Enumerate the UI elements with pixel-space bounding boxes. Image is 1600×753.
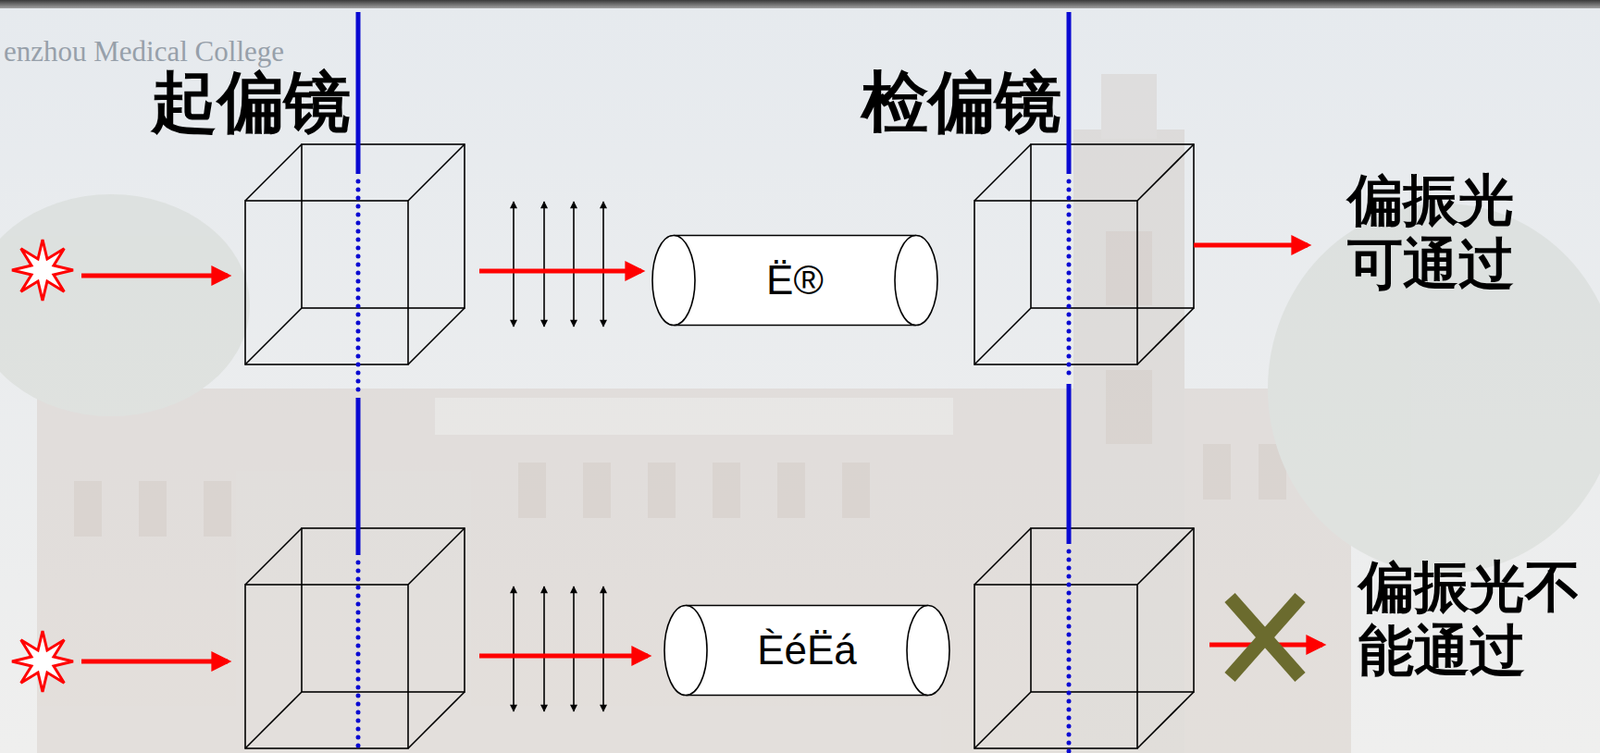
- building-windows: [582, 462, 611, 519]
- vibration-arrows: [512, 586, 515, 712]
- light-source: [12, 239, 74, 301]
- polarization-axis: [1066, 384, 1072, 545]
- sample-name: ÈéËá: [756, 627, 857, 674]
- polarization-axis: [358, 12, 1069, 753]
- polarizer-label: 起偏镜: [150, 68, 351, 136]
- tube-end: [906, 606, 950, 696]
- building-windows: [712, 462, 741, 519]
- building-windows: [842, 462, 870, 519]
- light-beam: [479, 654, 648, 659]
- building-windows: [647, 462, 676, 519]
- polarization-axis: [356, 562, 361, 753]
- tube-end: [894, 235, 938, 326]
- vibration-arrows: [572, 201, 575, 327]
- vibration-arrows: [572, 586, 575, 712]
- polarizer-cube: [245, 144, 465, 365]
- light-beam: [479, 269, 642, 274]
- building-windows: [74, 231, 1287, 537]
- building-windows: [777, 462, 806, 519]
- tube-edge: [673, 235, 917, 237]
- polarization-axis: [356, 397, 361, 556]
- analyzer-cube: [974, 144, 1194, 365]
- building-tower: [1073, 129, 1185, 753]
- light-beam: [81, 659, 228, 665]
- tube-edge: [673, 324, 917, 327]
- tube-end: [664, 606, 707, 696]
- building-windows: [518, 462, 546, 519]
- building-windows: [138, 481, 167, 537]
- building-windows: [1105, 231, 1153, 306]
- blocked-cross: [1229, 597, 1301, 678]
- building-windows: [203, 481, 232, 537]
- sample-tube: Ë®: [651, 234, 939, 327]
- polarization-axis: [1066, 12, 1072, 174]
- building-balustrade: [434, 397, 954, 435]
- result-label: 偏振光不 能通过: [1358, 555, 1581, 683]
- analyzer-cube: [974, 528, 1194, 749]
- top-bar: [0, 0, 1600, 9]
- tube-body: [673, 235, 917, 326]
- polarization-axis: [356, 12, 361, 174]
- polarization-axis: [1066, 551, 1072, 753]
- polarization-axis: [1066, 181, 1072, 380]
- result-label: 偏振光 可通过: [1347, 168, 1514, 297]
- sample-name: Ë®: [766, 257, 824, 304]
- tube-edge: [685, 605, 929, 608]
- sample-tube: ÈéËá: [663, 604, 951, 697]
- polarization-axis: [356, 181, 361, 394]
- blocked-cross: [1229, 597, 1301, 678]
- tower-top: [1101, 74, 1157, 139]
- vibration-arrows: [512, 201, 515, 327]
- blocked-cross: [1229, 597, 1301, 678]
- vibration-arrows: [513, 201, 604, 712]
- tube-end: [652, 235, 695, 326]
- vibration-arrows: [602, 586, 605, 712]
- light-beam: [81, 273, 228, 279]
- vibration-arrows: [543, 201, 546, 327]
- vibration-arrows: [602, 201, 605, 327]
- tube-edge: [685, 694, 929, 697]
- building-photo: [0, 74, 1600, 753]
- vibration-arrows: [543, 586, 546, 712]
- building-windows: [74, 481, 102, 537]
- tube-body: [685, 606, 929, 696]
- light-beam: [1193, 243, 1308, 249]
- polarizer-cube: [245, 528, 465, 749]
- analyzer-label: 检偏镜: [861, 68, 1062, 136]
- watermark-text: enzhou Medical College: [3, 37, 285, 66]
- building-windows: [1105, 370, 1153, 445]
- light-source: [12, 631, 74, 693]
- building-windows: [1203, 444, 1231, 500]
- tree: [0, 194, 250, 417]
